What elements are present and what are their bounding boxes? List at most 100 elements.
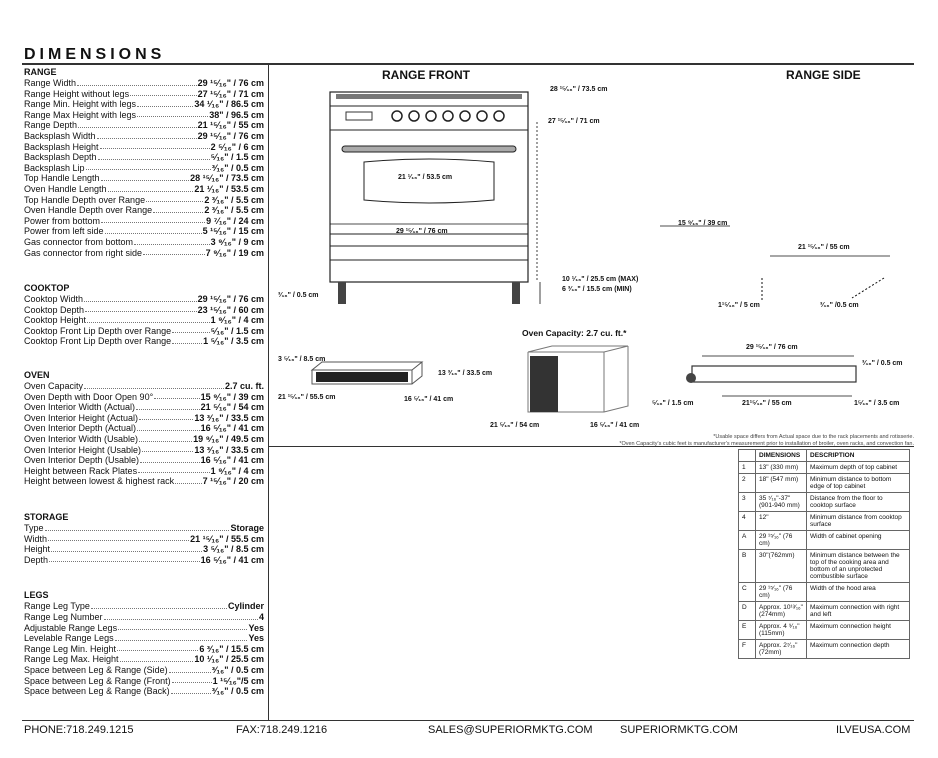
spec-label: Oven Capacity xyxy=(24,381,84,392)
row-description: Width of cabinet opening xyxy=(806,530,910,550)
spec-value: 16 ⁵⁄₁₆" / 41 cm xyxy=(200,554,264,565)
footer-rule xyxy=(22,720,914,721)
spec-value: ³⁄₁₆" / 0.5 cm xyxy=(211,664,264,675)
spec-value: 27 ¹⁵⁄₁₆" / 71 cm xyxy=(197,88,264,99)
spec-value: 3 ⁵⁄₁₆" / 8.5 cm xyxy=(203,544,264,555)
spec-value: 4 xyxy=(258,611,264,622)
spec-value: 10 ¹⁄₁₆" / 25.5 cm xyxy=(194,654,264,665)
dot-leader xyxy=(85,163,211,171)
row-id: 4 xyxy=(738,511,756,531)
spec-label: Space between Leg & Range (Front) xyxy=(24,675,171,686)
row-id: C xyxy=(738,582,756,602)
dot-leader xyxy=(96,131,197,139)
spec-label: Range Leg Max. Height xyxy=(24,654,119,665)
dot-leader xyxy=(117,644,199,652)
label-oven-depth: 16 ⁵⁄₁₆" / 41 cm xyxy=(590,422,640,429)
title-rule xyxy=(22,63,914,65)
dot-leader xyxy=(48,534,190,542)
spec-label: Range Min. Height with legs xyxy=(24,99,137,110)
footer-email[interactable]: SALES@SUPERIORMKTG.COM xyxy=(428,724,593,736)
spec-label: Power from bottom xyxy=(24,215,101,226)
usable-space-note: *Usable space differs from Actual space … xyxy=(713,434,914,440)
spec-label: Range Width xyxy=(24,78,77,88)
spec-value: 1 ¹⁵⁄₁₆"/5 cm xyxy=(212,675,264,686)
footer-site-superior[interactable]: SUPERIORMKTG.COM xyxy=(620,724,738,736)
spec-label: Backsplash Lip xyxy=(24,162,85,173)
spec-label: Top Handle Depth over Range xyxy=(24,194,146,205)
row-description: Minimum distance between the top of the … xyxy=(806,549,910,583)
footer-site-ilve[interactable]: ILVEUSA.COM xyxy=(836,724,911,736)
spec-label: Oven Interior Width (Usable) xyxy=(24,434,139,445)
dot-leader xyxy=(84,381,224,389)
spec-label: Levelable Range Legs xyxy=(24,633,114,644)
row-description: Maximum connection depth xyxy=(806,639,910,659)
spec-label: Type xyxy=(24,523,44,533)
spec-label: Oven Interior Height (Usable) xyxy=(24,444,142,455)
row-dimension: 29 ¹⁵⁄₁₆" (76 cm) xyxy=(755,530,807,550)
dot-leader xyxy=(118,623,248,631)
spec-value: ³⁄₁₆" / 0.5 cm xyxy=(211,686,264,697)
spec-value: ⁵⁄₁₆" / 1.5 cm xyxy=(210,325,264,336)
dot-leader xyxy=(49,555,200,563)
spec-label: Oven Interior Width (Actual) xyxy=(24,402,136,413)
dot-leader xyxy=(103,612,258,620)
row-description: Minimum distance to bottom edge of top c… xyxy=(806,473,910,493)
dot-leader xyxy=(170,686,211,694)
dot-leader xyxy=(138,466,210,474)
spec-section-heading: LEGS xyxy=(24,590,49,601)
row-id: A xyxy=(738,530,756,550)
range-side-heading: RANGE SIDE xyxy=(786,68,861,82)
label-top-depth: 21¹⁵⁄₁₆" / 55 cm xyxy=(742,400,792,407)
spec-value: 38" / 96.5 cm xyxy=(209,109,264,120)
spec-value: 15 ⁹⁄₁₆" / 39 cm xyxy=(200,391,264,402)
spec-label: Cooktop Front Lip Depth over Range xyxy=(24,336,172,347)
label-width: 29 ¹⁵⁄₁₆" / 76 cm xyxy=(396,228,448,235)
spec-value: ³⁄₁₆" / 0.5 cm xyxy=(211,162,264,173)
spec-value: 29 ¹⁵⁄₁₆" / 76 cm xyxy=(197,294,264,305)
spec-value: 16 ⁵⁄₁₆" / 41 cm xyxy=(200,455,264,466)
dot-leader xyxy=(119,654,194,662)
spec-row: Space between Leg & Range (Back)³⁄₁₆" / … xyxy=(24,686,264,697)
label-leg-max: 10 ¹⁄₁₆" / 25.5 cm (MAX) xyxy=(562,276,639,283)
spec-value: Storage xyxy=(230,523,264,533)
spec-label: Range Height without legs xyxy=(24,88,130,99)
spec-label: Depth xyxy=(24,554,49,565)
range-front-diagram xyxy=(310,91,890,413)
label-side-depth: 21 ¹⁵⁄₁₆" / 55 cm xyxy=(798,244,850,251)
dot-leader xyxy=(139,434,193,442)
spec-value: 2.7 cu. ft. xyxy=(224,381,264,392)
dot-leader xyxy=(44,523,230,531)
dot-leader xyxy=(137,110,209,118)
label-oven-handle: 21 ¹⁄₁₆" / 53.5 cm xyxy=(398,174,453,181)
spec-label: Width xyxy=(24,533,48,544)
dot-leader xyxy=(137,423,200,432)
table-header-dimensions: DIMENSIONS xyxy=(755,449,807,462)
label-side-front: 1¹⁵⁄₁₆" / 5 cm xyxy=(718,302,760,309)
spec-row: Range Height without legs 27 ¹⁵⁄₁₆" / 71 … xyxy=(24,89,264,100)
label-top-lip: ⁵⁄₁₆" / 1.5 cm xyxy=(652,400,694,407)
row-description: Width of the hood area xyxy=(806,582,910,602)
row-dimension: 35 ⁷⁄₁₆"-37" (901-940 mm) xyxy=(755,492,807,512)
spec-row: Oven Interior Width (Actual)21 ⁵⁄₁₆" / 5… xyxy=(24,402,264,413)
spec-value: 13 ³⁄₁₆" / 33.5 cm xyxy=(194,444,264,455)
